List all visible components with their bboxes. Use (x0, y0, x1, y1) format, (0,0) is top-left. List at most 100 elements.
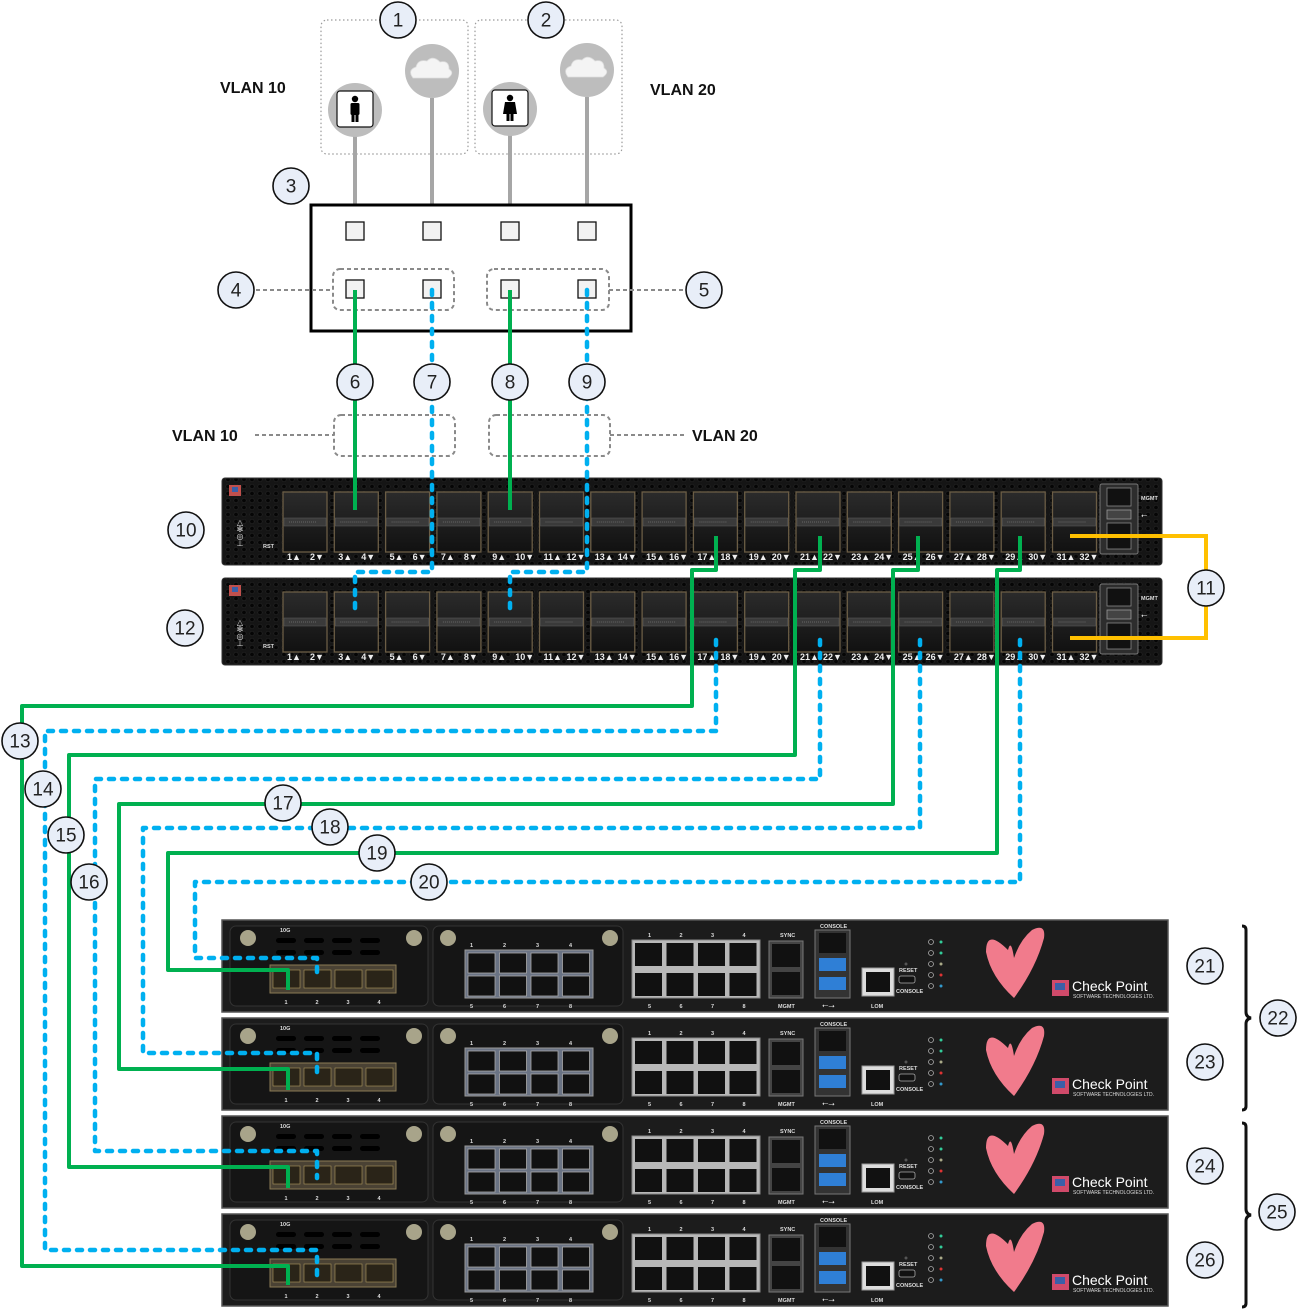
rj45-port[interactable] (530, 1171, 559, 1193)
mgmt-ports[interactable] (1099, 483, 1139, 555)
usb-port[interactable] (819, 958, 846, 971)
rj45-port[interactable] (635, 1169, 662, 1192)
rj45-port[interactable] (729, 1071, 757, 1094)
sfp-port[interactable] (334, 1263, 363, 1283)
rj45-port[interactable] (729, 1237, 757, 1260)
sync-port[interactable] (772, 1140, 800, 1163)
rj45-port[interactable] (562, 975, 590, 997)
rj45-port[interactable] (562, 1269, 590, 1291)
lom-port[interactable] (866, 972, 890, 992)
rj45-port[interactable] (729, 943, 757, 966)
rj45-port[interactable] (666, 1071, 694, 1094)
sfp-port[interactable] (334, 969, 363, 989)
qsfp-port-pair[interactable]: 13▲14▼ (590, 591, 637, 662)
mgmt-port[interactable] (772, 1070, 800, 1093)
lom-port[interactable] (866, 1070, 890, 1090)
rj45-port[interactable] (729, 973, 757, 996)
qsfp-port-pair[interactable]: 25▲26▼ (897, 491, 945, 562)
qsfp-port-pair[interactable]: 1▲2▼ (282, 491, 328, 562)
rj45-port[interactable] (666, 1041, 694, 1064)
qsfp-port-pair[interactable]: 29▲30▼ (1000, 491, 1047, 562)
usb-port[interactable] (819, 1075, 846, 1088)
rj45-port[interactable] (562, 1050, 590, 1072)
rj45-port[interactable] (467, 1073, 496, 1095)
qsfp-port-pair[interactable]: 7▲8▼ (436, 591, 482, 662)
rj45-port[interactable] (467, 1148, 496, 1170)
rj45-port[interactable] (729, 1041, 757, 1064)
rj45-port[interactable] (467, 1171, 496, 1193)
qsfp-port-pair[interactable]: 15▲16▼ (641, 591, 688, 662)
rj45-port[interactable] (666, 1139, 694, 1162)
sync-port[interactable] (772, 1238, 800, 1261)
rj45-port[interactable] (530, 1148, 559, 1170)
rj45-port[interactable] (530, 1246, 559, 1268)
usb-port[interactable] (819, 977, 846, 990)
sfp-port[interactable] (334, 1067, 363, 1087)
qsfp-port-pair[interactable]: 27▲28▼ (949, 591, 996, 662)
reset-button[interactable] (904, 962, 908, 966)
qsfp-port-pair[interactable]: 9▲10▼ (487, 591, 534, 662)
rj45-port[interactable] (467, 952, 496, 974)
qsfp-port-pair[interactable]: 7▲8▼ (436, 491, 482, 562)
mini-usb-console-port[interactable] (898, 1171, 916, 1180)
rj45-port[interactable] (698, 1169, 725, 1192)
qsfp-port-pair[interactable]: 23▲24▼ (846, 491, 893, 562)
rj45-port[interactable] (499, 1073, 527, 1095)
rj45-port[interactable] (729, 1169, 757, 1192)
usb-port[interactable] (819, 1252, 846, 1265)
sfp-port[interactable] (365, 1165, 394, 1185)
qsfp-port-pair[interactable]: 9▲10▼ (487, 491, 534, 562)
lom-port[interactable] (866, 1168, 890, 1188)
usb-port[interactable] (819, 1271, 846, 1284)
sfp-port[interactable] (334, 1165, 363, 1185)
rj45-port[interactable] (698, 1267, 725, 1290)
mini-usb-console-port[interactable] (898, 975, 916, 984)
console-port[interactable] (819, 1129, 846, 1149)
rj45-port[interactable] (467, 1269, 496, 1291)
mgmt-port[interactable] (772, 972, 800, 995)
rj45-port[interactable] (562, 1073, 590, 1095)
qsfp-port-pair[interactable]: 29▲30▼ (1000, 591, 1047, 662)
rj45-port[interactable] (530, 1073, 559, 1095)
qsfp-port-pair[interactable]: 11▲12▼ (538, 591, 586, 662)
usb-port[interactable] (819, 1173, 846, 1186)
rj45-port[interactable] (467, 975, 496, 997)
mgmt-port[interactable] (772, 1266, 800, 1289)
rj45-port[interactable] (562, 1246, 590, 1268)
rj45-port[interactable] (666, 943, 694, 966)
qsfp-port-pair[interactable]: 19▲20▼ (744, 591, 791, 662)
qsfp-port-pair[interactable]: 15▲16▼ (641, 491, 688, 562)
rj45-port[interactable] (530, 975, 559, 997)
rj45-port[interactable] (698, 1237, 725, 1260)
rj45-port[interactable] (729, 1139, 757, 1162)
rj45-port[interactable] (530, 952, 559, 974)
rj45-port[interactable] (698, 1071, 725, 1094)
usb-port[interactable] (819, 1154, 846, 1167)
reset-button[interactable] (904, 1158, 908, 1162)
rj45-port[interactable] (467, 1246, 496, 1268)
sync-port[interactable] (772, 1042, 800, 1065)
rj45-port[interactable] (635, 943, 662, 966)
rj45-port[interactable] (499, 1269, 527, 1291)
mini-usb-console-port[interactable] (898, 1269, 916, 1278)
rj45-port[interactable] (530, 1269, 559, 1291)
console-port[interactable] (819, 1031, 846, 1051)
rj45-port[interactable] (562, 1171, 590, 1193)
mgmt-port[interactable] (772, 1168, 800, 1191)
sync-port[interactable] (772, 944, 800, 967)
reset-button[interactable] (904, 1060, 908, 1064)
qsfp-port-pair[interactable]: 19▲20▼ (744, 491, 791, 562)
qsfp-port-pair[interactable]: 11▲12▼ (538, 491, 586, 562)
qsfp-port-pair[interactable]: 27▲28▼ (949, 491, 996, 562)
rj45-port[interactable] (635, 1071, 662, 1094)
lom-port[interactable] (866, 1266, 890, 1286)
rj45-port[interactable] (666, 1237, 694, 1260)
rj45-port[interactable] (635, 1041, 662, 1064)
console-port[interactable] (819, 933, 846, 953)
sfp-port[interactable] (365, 1067, 394, 1087)
qsfp-port-pair[interactable]: 31▲32▼ (1051, 591, 1099, 662)
reset-button[interactable] (904, 1256, 908, 1260)
rj45-port[interactable] (562, 952, 590, 974)
rj45-port[interactable] (729, 1267, 757, 1290)
rj45-port[interactable] (499, 1050, 527, 1072)
